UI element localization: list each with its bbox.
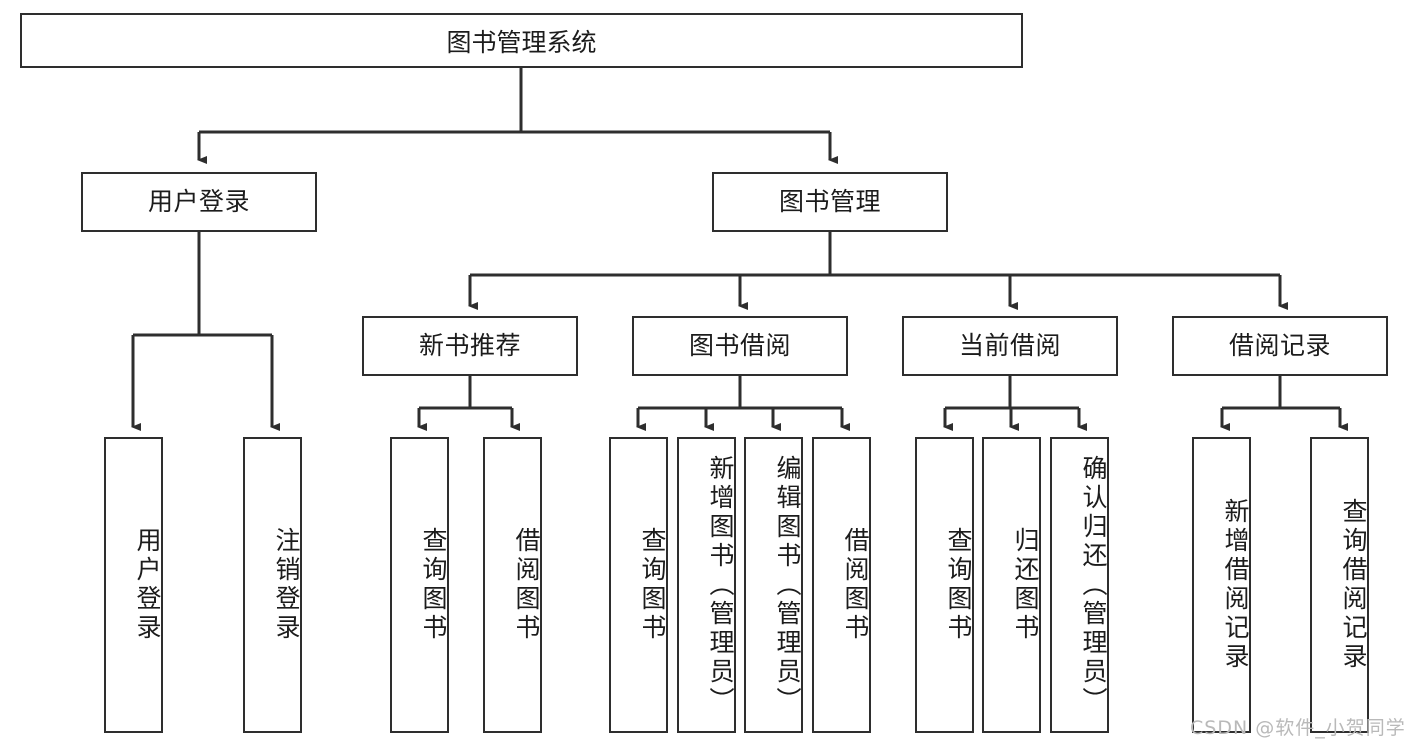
node-new-book-recommend[interactable]: 新书推荐 xyxy=(362,316,578,376)
node-label: 借阅记录 xyxy=(1228,331,1331,360)
node-label: 确认归还（管理员） xyxy=(1079,454,1108,716)
leaf-book-borrow-edit[interactable]: 编辑图书（管理员） xyxy=(744,437,803,733)
leaf-user-login-signin[interactable]: 用户登录 xyxy=(104,437,163,733)
node-label: 新增图书（管理员） xyxy=(706,454,735,716)
node-label: 查询图书 xyxy=(944,527,973,643)
leaf-book-borrow-add[interactable]: 新增图书（管理员） xyxy=(677,437,736,733)
node-label: 图书管理 xyxy=(778,187,881,216)
node-label: 查询图书 xyxy=(638,527,667,643)
leaf-book-borrow-lend[interactable]: 借阅图书 xyxy=(812,437,871,733)
leaf-current-borrow-query[interactable]: 查询图书 xyxy=(915,437,974,733)
leaf-borrow-record-add[interactable]: 新增借阅记录 xyxy=(1192,437,1251,733)
watermark-credit: CSDN @软件_小贺同学 xyxy=(1190,717,1405,739)
node-label: 编辑图书（管理员） xyxy=(773,454,802,716)
leaf-current-borrow-confirm-return[interactable]: 确认归还（管理员） xyxy=(1050,437,1109,733)
node-label: 注销登录 xyxy=(272,527,301,643)
node-label: 查询借阅记录 xyxy=(1339,498,1368,672)
node-label: 借阅图书 xyxy=(841,527,870,643)
node-book-management[interactable]: 图书管理 xyxy=(712,172,948,232)
node-label: 新增借阅记录 xyxy=(1221,498,1250,672)
leaf-new-book-borrow[interactable]: 借阅图书 xyxy=(483,437,542,733)
node-label: 查询图书 xyxy=(419,527,448,643)
node-label: 用户登录 xyxy=(147,187,250,216)
leaf-book-borrow-query[interactable]: 查询图书 xyxy=(609,437,668,733)
leaf-current-borrow-return[interactable]: 归还图书 xyxy=(982,437,1041,733)
node-book-borrow[interactable]: 图书借阅 xyxy=(632,316,848,376)
node-borrow-record[interactable]: 借阅记录 xyxy=(1172,316,1388,376)
node-user-login[interactable]: 用户登录 xyxy=(81,172,317,232)
leaf-user-login-signout[interactable]: 注销登录 xyxy=(243,437,302,733)
node-label: 归还图书 xyxy=(1011,527,1040,643)
leaf-new-book-query[interactable]: 查询图书 xyxy=(390,437,449,733)
node-current-borrow[interactable]: 当前借阅 xyxy=(902,316,1118,376)
node-label: 图书借阅 xyxy=(688,331,791,360)
node-label: 当前借阅 xyxy=(958,331,1061,360)
node-label: 图书管理系统 xyxy=(446,27,597,57)
leaf-borrow-record-query[interactable]: 查询借阅记录 xyxy=(1310,437,1369,733)
node-label: 借阅图书 xyxy=(512,527,541,643)
node-label: 用户登录 xyxy=(133,527,162,643)
node-label: 新书推荐 xyxy=(418,331,521,360)
node-root-system[interactable]: 图书管理系统 xyxy=(20,13,1023,68)
